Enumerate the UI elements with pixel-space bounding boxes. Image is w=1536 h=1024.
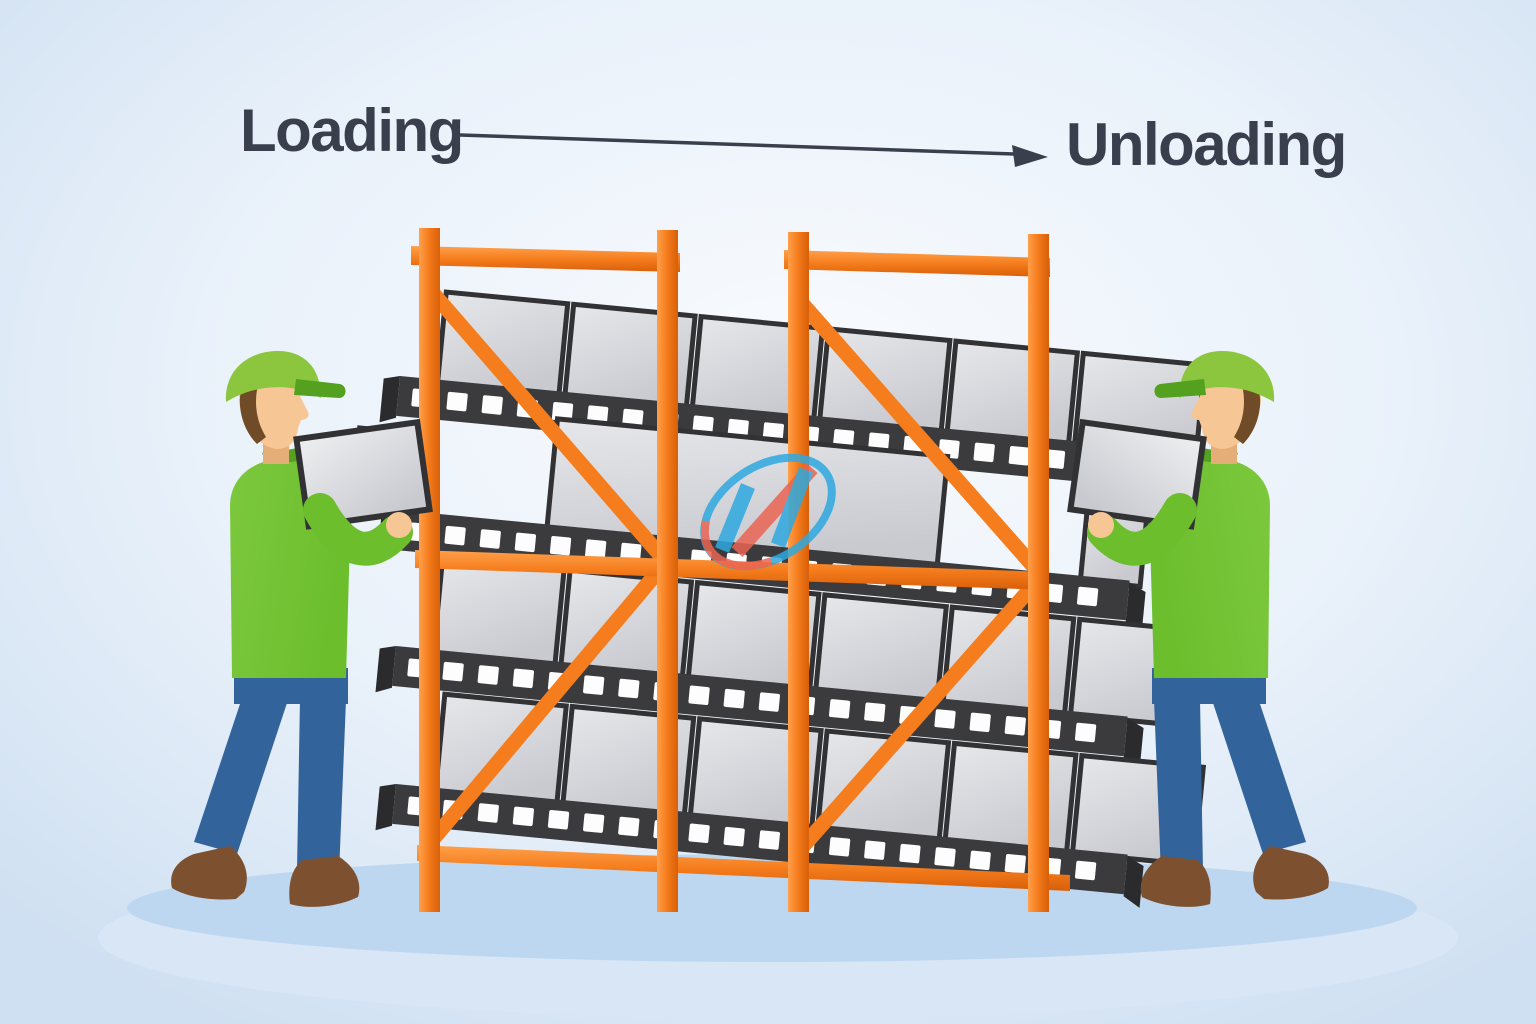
storage-panel: [942, 740, 1079, 856]
arrow-head-icon: [1012, 145, 1048, 167]
logo-ellipse-red-arc-icon: [700, 520, 773, 570]
flow-arrow: [459, 133, 1048, 167]
worker-shoe: [171, 846, 247, 900]
shelf-beam-end: [1123, 856, 1144, 908]
bottom-beam: [417, 845, 1070, 891]
rack-post: [419, 228, 440, 912]
label-unloading: Unloading: [1066, 111, 1347, 178]
diagonal-brace: [421, 281, 672, 567]
storage-panel: [944, 338, 1081, 448]
shelf-beam-end: [1125, 582, 1146, 634]
pallet-rack: [349, 228, 1208, 912]
diagonal-brace: [795, 569, 1049, 854]
watermark-logo: [700, 453, 836, 571]
diagonal-brace: [788, 289, 1046, 579]
shelf-beam-end: [379, 376, 400, 423]
worker-cap-brim: [294, 379, 346, 398]
top-beam: [411, 246, 680, 272]
rack-post: [657, 230, 678, 912]
worker-hand: [386, 512, 412, 538]
shelf-beam-end: [375, 784, 396, 831]
top-beam: [784, 250, 1050, 277]
rack-post: [1028, 234, 1049, 912]
storage-panel: [430, 555, 567, 669]
worker-left: [171, 350, 433, 907]
worker-arm: [303, 493, 413, 566]
worker-leg: [297, 698, 346, 874]
rack-post: [788, 232, 809, 912]
mid-beam: [415, 550, 1048, 590]
label-loading: Loading: [240, 97, 464, 164]
diagonal-brace: [423, 557, 672, 849]
shelf-beam-end: [375, 646, 396, 693]
brand-n-letter-icon: [715, 463, 818, 557]
worker-leg: [194, 698, 288, 854]
worker-cap: [225, 350, 321, 402]
shelf-beam-end: [1123, 718, 1144, 770]
worker-shoe: [289, 856, 360, 907]
storage-panel: [812, 592, 950, 705]
